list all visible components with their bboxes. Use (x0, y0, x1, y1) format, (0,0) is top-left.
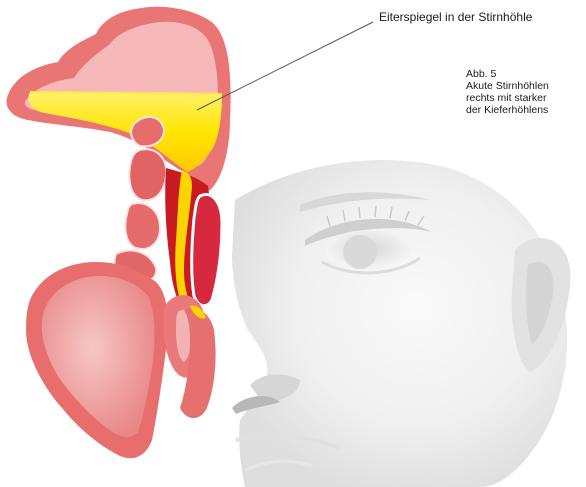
ethmoid-cell-1 (131, 117, 164, 146)
sinus-illustration (7, 7, 231, 458)
face-illustration (232, 160, 570, 487)
callout-label-pus-level: Eiterspiegel in der Stirnhöhle (379, 10, 586, 24)
caption-line-1: Akute Stirnhöhlen (466, 80, 586, 92)
ethmoid-cell-3 (125, 203, 160, 249)
maxillary-sinus-lumen (42, 276, 155, 437)
eye-iris (343, 235, 377, 269)
figure-caption: Abb. 5 Akute Stirnhöhlen rechts mit star… (466, 68, 586, 116)
caption-line-3: der Kieferhöhlens (466, 104, 586, 116)
figure-number: Abb. 5 (466, 68, 586, 80)
middle-turbinate (192, 194, 222, 305)
ethmoid-cell-2 (129, 149, 166, 200)
caption-line-2: rechts mit starker (466, 92, 586, 104)
